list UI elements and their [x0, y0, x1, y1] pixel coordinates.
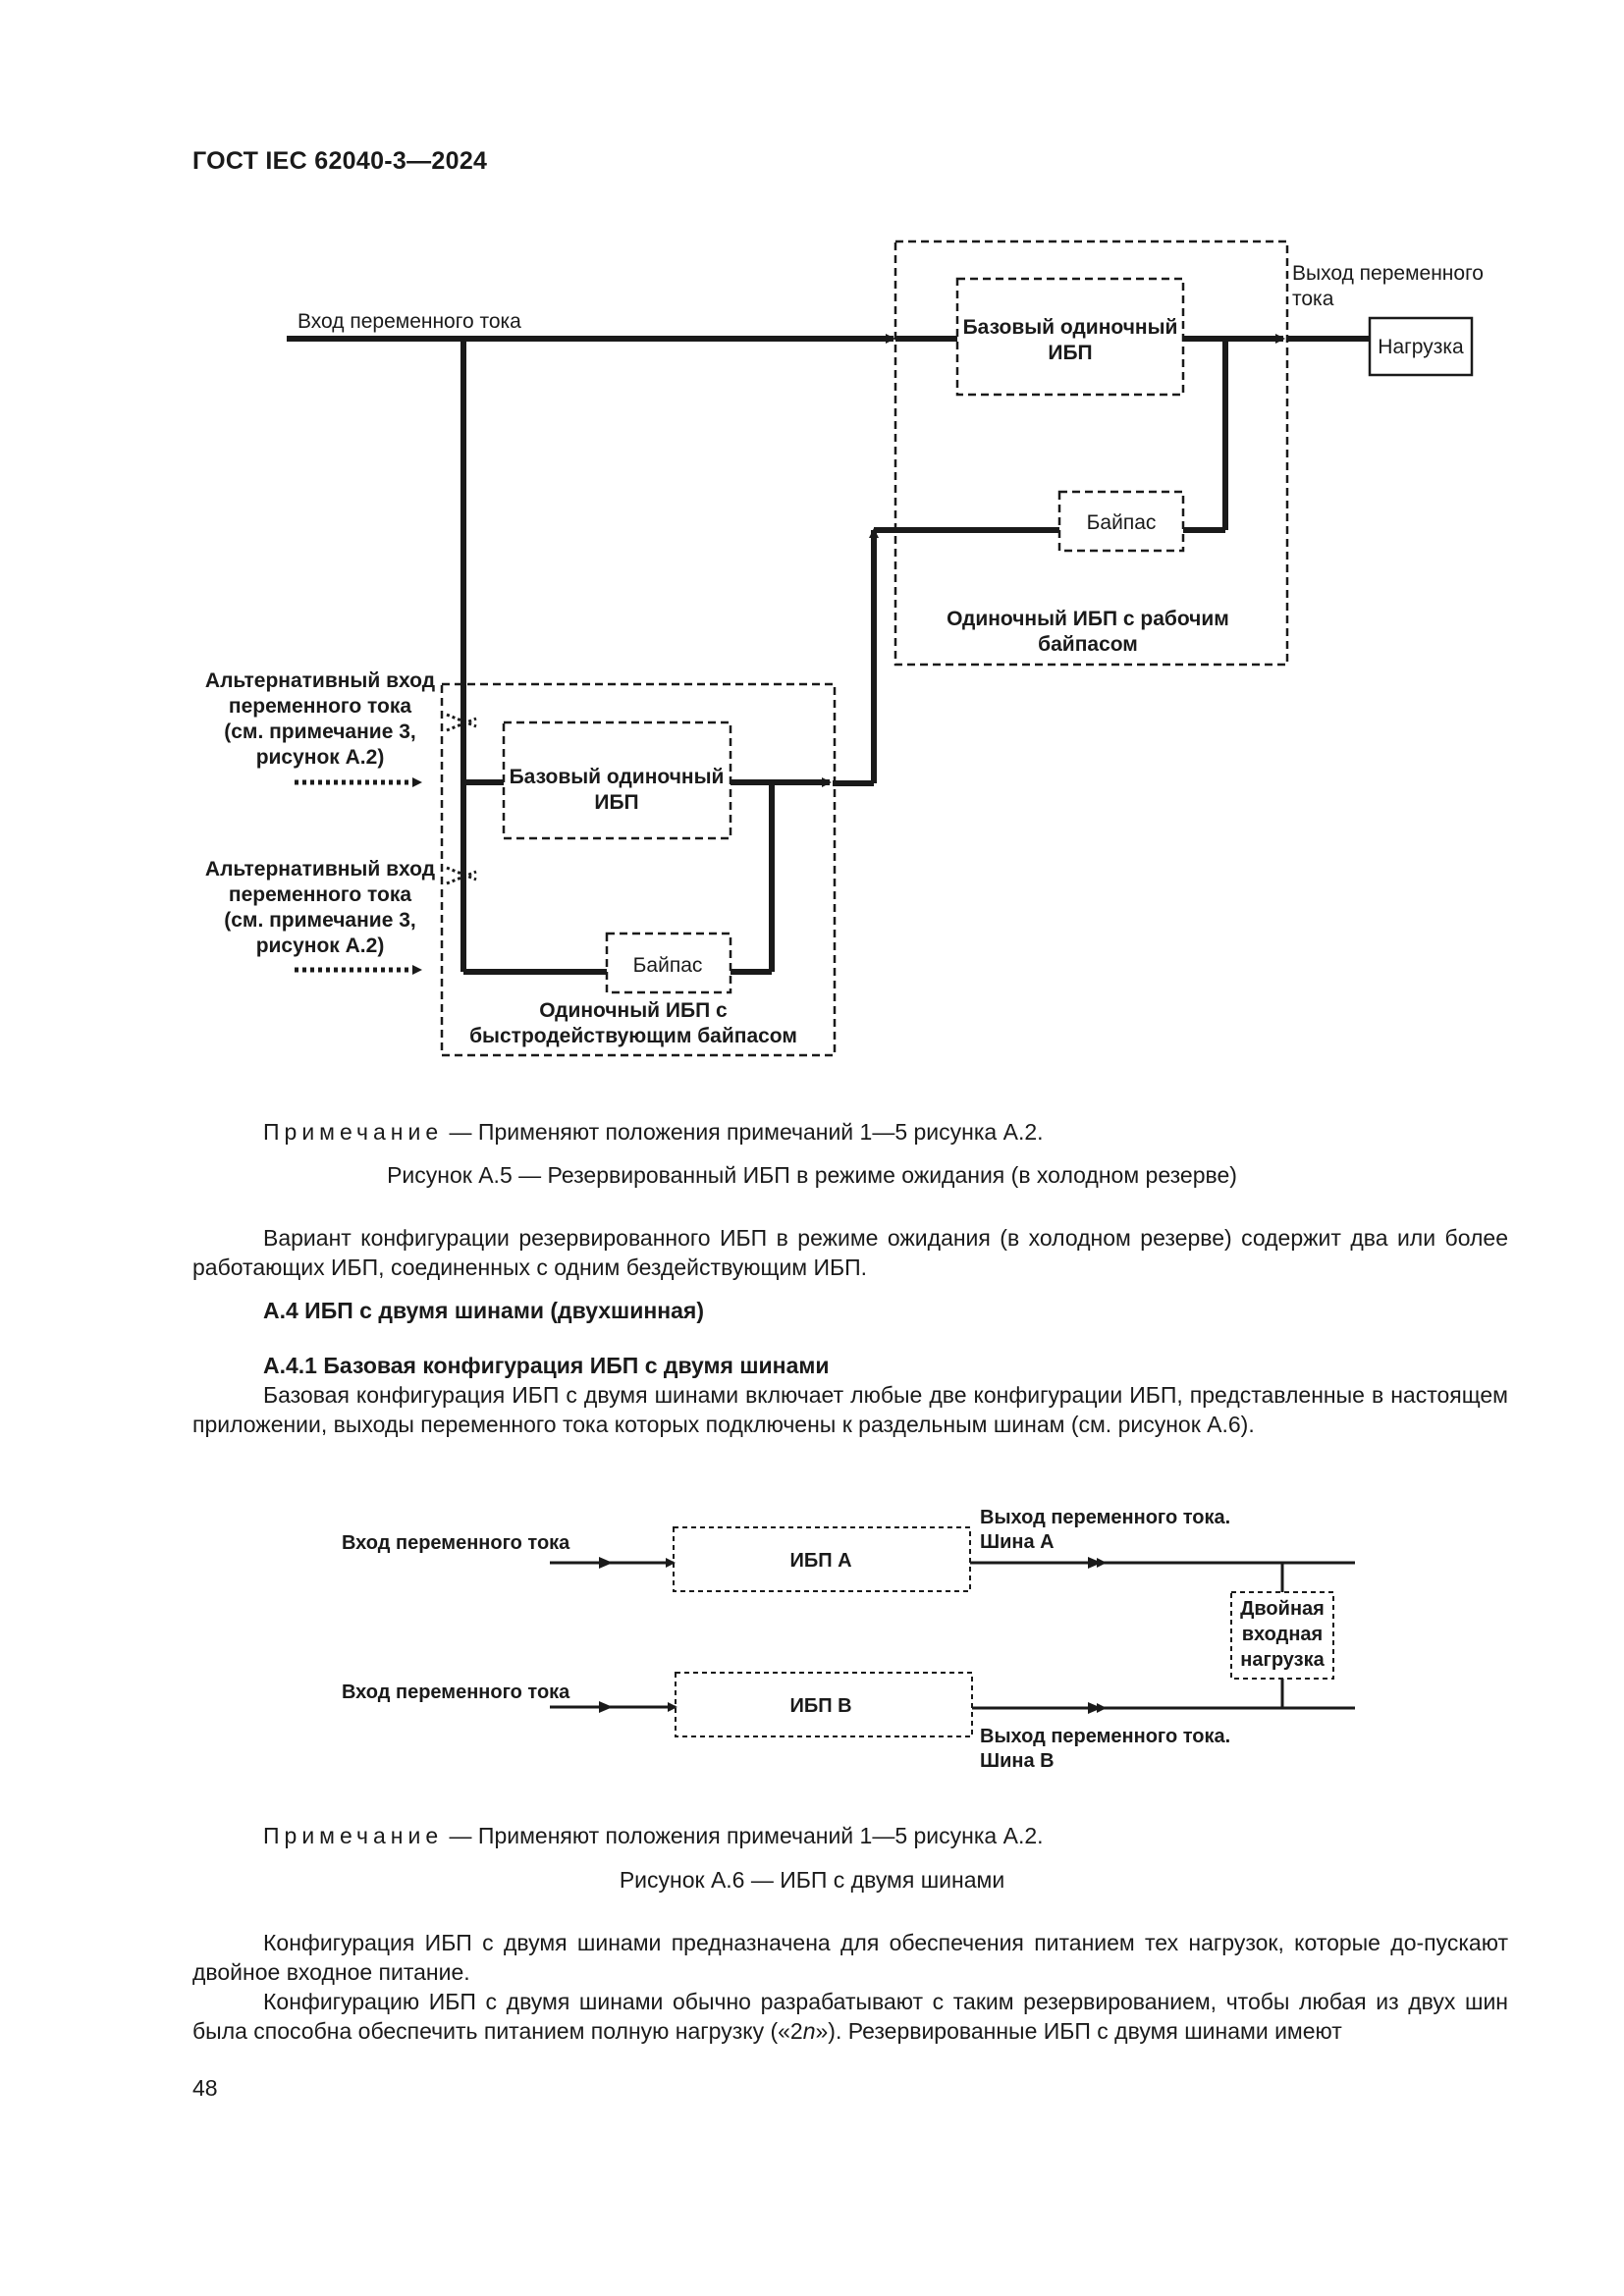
alt-input-2-line-3: (см. примечание 3, [224, 909, 415, 932]
alt-input-1-line-4: рисунок А.2) [256, 746, 385, 769]
paragraph-4: Конфигурацию ИБП с двумя шинами обычно р… [192, 1989, 1508, 2044]
figure-a6-diagram: Вход переменного тока Вход переменного т… [342, 1507, 1355, 1772]
figure-a5-caption: Рисунок А.5 — Резервированный ИБП в режи… [387, 1162, 1237, 1188]
out-a-label-2: Шина А [980, 1531, 1055, 1553]
figure-a6-caption: Рисунок А.6 — ИБП с двумя шинами [619, 1867, 1005, 1893]
ups-a-label: ИБП А [789, 1550, 851, 1572]
alt-input-2-line-2: переменного тока [229, 883, 411, 906]
section-a4-heading: А.4 ИБП с двумя шинами (двухшинная) [263, 1298, 705, 1323]
upper-group-label-1: Одиночный ИБП с рабочим [947, 608, 1229, 630]
lower-ups-label-1: Базовый одиночный [510, 766, 725, 788]
ups-b-label: ИБП В [789, 1695, 851, 1717]
paragraph-2: Базовая конфигурация ИБП с двумя шинами … [192, 1382, 1508, 1437]
note-label: Примечание [263, 1119, 444, 1145]
input-a-label: Вход переменного тока [342, 1532, 570, 1554]
out-b-label-2: Шина В [980, 1750, 1055, 1772]
alt-input-2-line-1: Альтернативный вход [205, 858, 435, 881]
ac-output-label-2: тока [1292, 288, 1334, 310]
alt-input-1-line-1: Альтернативный вход [205, 669, 435, 692]
note-text: — Применяют положения примечаний 1—5 рис… [449, 1119, 1044, 1145]
load-label: Нагрузка [1378, 336, 1464, 358]
section-a41-heading: А.4.1 Базовая конфигурация ИБП с двумя ш… [263, 1353, 830, 1378]
upper-bypass-label: Байпас [1087, 511, 1157, 534]
dual-load-label-2: входная [1242, 1624, 1323, 1645]
upper-bypass-box [1057, 490, 1185, 553]
figure-a5-note: Примечание — Применяют положения примеча… [263, 1119, 1044, 1146]
paragraph-1: Вариант конфигурации резервированного ИБ… [192, 1225, 1508, 1280]
input-b-label: Вход переменного тока [342, 1682, 570, 1703]
load-box [1368, 316, 1474, 377]
lower-group-label-1: Одиночный ИБП с [539, 999, 728, 1022]
out-b-label-1: Выход переменного тока. [980, 1726, 1230, 1747]
page-number: 48 [192, 2075, 218, 2101]
lower-bypass-label: Байпас [633, 954, 703, 977]
upper-ups-label-2: ИБП [1048, 342, 1092, 364]
alt-input-2-line-4: рисунок А.2) [256, 934, 385, 957]
lower-ups-label-2: ИБП [594, 791, 638, 814]
out-a-label-1: Выход переменного тока. [980, 1507, 1230, 1528]
lower-group-frame [440, 682, 837, 1057]
lower-bypass-box [605, 932, 732, 994]
upper-ups-label-1: Базовый одиночный [963, 316, 1178, 339]
upper-group-frame [893, 240, 1289, 667]
ac-output-label-1: Выход переменного [1292, 262, 1484, 285]
paragraph-3: Конфигурация ИБП с двумя шинами предназн… [192, 1930, 1508, 1985]
dual-load-label-1: Двойная [1240, 1598, 1325, 1620]
ac-input-label: Вход переменного тока [298, 310, 521, 333]
alt-input-1-line-2: переменного тока [229, 695, 411, 718]
note-text: — Применяют положения примечаний 1—5 рис… [449, 1823, 1044, 1848]
upper-group-label-2: байпасом [1038, 633, 1138, 656]
figure-a5-diagram: Вход переменного тока Выход переменного … [205, 240, 1484, 1057]
alt-input-1-line-3: (см. примечание 3, [224, 721, 415, 743]
document-header: ГОСТ IEC 62040-3—2024 [192, 147, 488, 175]
figure-a6-note: Примечание — Применяют положения примеча… [263, 1823, 1044, 1849]
dual-load-label-3: нагрузка [1240, 1649, 1325, 1671]
ups-a-box [673, 1526, 971, 1592]
note-label: Примечание [263, 1823, 444, 1848]
lower-group-label-2: быстродействующим байпасом [469, 1025, 797, 1047]
ups-b-box [675, 1672, 973, 1737]
